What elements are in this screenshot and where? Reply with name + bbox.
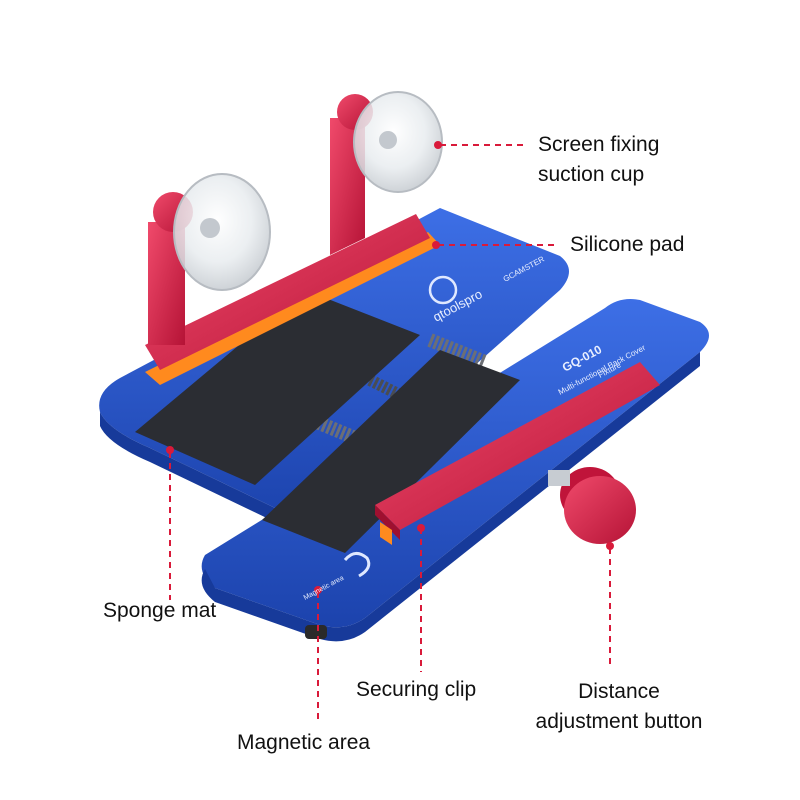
callout-dot-silicone-pad <box>432 241 440 249</box>
label-silicone-pad: Silicone pad <box>570 233 685 256</box>
foot <box>305 625 327 639</box>
label-distance-adjustment-button: Distance adjustment button <box>522 677 716 737</box>
brand-text: qtoolspro <box>430 286 484 324</box>
label-magnetic-area: Magnetic area <box>237 731 371 754</box>
adjustment-knob-shape <box>548 467 636 544</box>
back-clamp <box>145 94 430 370</box>
callout-dot-magnetic-area <box>314 586 322 594</box>
label-securing-clip: Securing clip <box>356 678 477 701</box>
brand-logo-icon <box>428 275 458 305</box>
suction-cups <box>173 91 443 291</box>
front-plate <box>201 299 709 642</box>
label-line: Distance <box>578 680 660 703</box>
plate-branding: qtoolspro GCAMSTER GQ-010 Multi-function… <box>303 254 648 601</box>
magnetic-plate-text: Magnetic area <box>303 575 346 602</box>
front-clip <box>375 362 660 545</box>
desc-line1-text: Multi-functional Back Cover <box>557 343 647 397</box>
magnet-icon <box>343 552 371 578</box>
sponge-mat-front <box>262 350 520 553</box>
sponge-mat-back <box>135 290 420 485</box>
label-line: suction cup <box>538 163 645 186</box>
model-text: GQ-010 <box>560 342 605 375</box>
callout-dot-sponge-mat <box>166 446 174 454</box>
back-plate <box>99 208 569 534</box>
callout-dot-suction-cup <box>434 141 442 149</box>
silicone-pad-strip <box>145 232 440 385</box>
label-sponge-mat: Sponge mat <box>103 599 217 622</box>
label-line: Screen fixing <box>538 133 660 156</box>
sub-brand-text: GCAMSTER <box>502 254 546 283</box>
label-line: adjustment button <box>535 710 703 733</box>
springs <box>297 333 488 447</box>
callout-dot-securing-clip <box>417 524 425 532</box>
desc-line2-text: Fixture <box>597 360 623 380</box>
callout-dot-knob <box>606 542 614 550</box>
label-screen-fixing-suction-cup: Screen fixing suction cup <box>538 130 659 190</box>
